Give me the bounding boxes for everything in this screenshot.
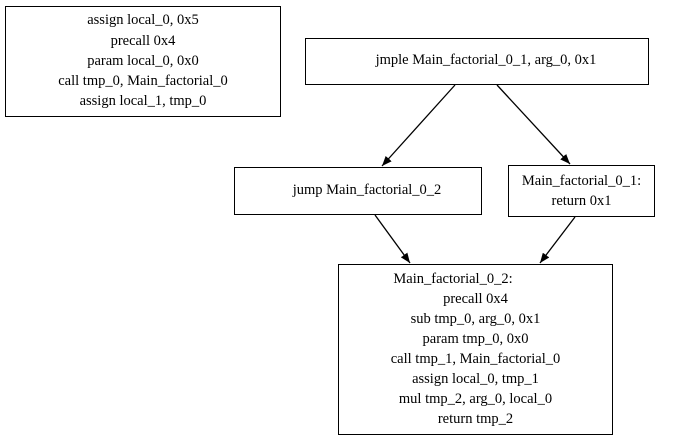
basic-block-factorial-1: Main_factorial_0_1: return 0x1 <box>508 165 655 217</box>
basic-block-jmple: jmple Main_factorial_0_1, arg_0, 0x1 <box>305 38 649 85</box>
code-line: call tmp_0, Main_factorial_0 <box>58 73 228 89</box>
code-line: assign local_0, 0x5 <box>87 12 199 28</box>
basic-block-jump: jump Main_factorial_0_2 <box>234 167 482 215</box>
basic-block-entry: assign local_0, 0x5 precall 0x4 param lo… <box>5 6 281 117</box>
code-line: assign local_0, tmp_1 <box>412 371 539 387</box>
code-line: jump Main_factorial_0_2 <box>292 182 442 198</box>
code-line: mul tmp_2, arg_0, local_0 <box>398 391 553 407</box>
code-line: sub tmp_0, arg_0, 0x1 <box>410 311 541 327</box>
code-line: jmple Main_factorial_0_1, arg_0, 0x1 <box>375 52 597 68</box>
code-line: param tmp_0, 0x0 <box>422 331 529 347</box>
code-line: precall 0x4 <box>110 33 176 49</box>
edge-jump-to-factorial-2 <box>374 214 411 264</box>
code-line: call tmp_1, Main_factorial_0 <box>390 351 561 367</box>
code-line: param local_0, 0x0 <box>87 53 199 69</box>
code-line: precall 0x4 <box>443 291 508 307</box>
code-line: Main_factorial_0_1: <box>521 173 642 189</box>
code-line: assign local_1, tmp_0 <box>79 93 207 109</box>
basic-block-factorial-2: Main_factorial_0_2: precall 0x4 sub tmp_… <box>338 264 613 435</box>
edge-jmple-to-factorial-1 <box>496 84 571 165</box>
code-line: return 0x1 <box>551 193 612 209</box>
edge-jmple-to-jump <box>381 84 456 167</box>
code-line: return tmp_2 <box>437 411 514 427</box>
code-line: Main_factorial_0_2: <box>393 271 513 287</box>
edge-factorial-1-to-factorial-2 <box>539 216 576 264</box>
